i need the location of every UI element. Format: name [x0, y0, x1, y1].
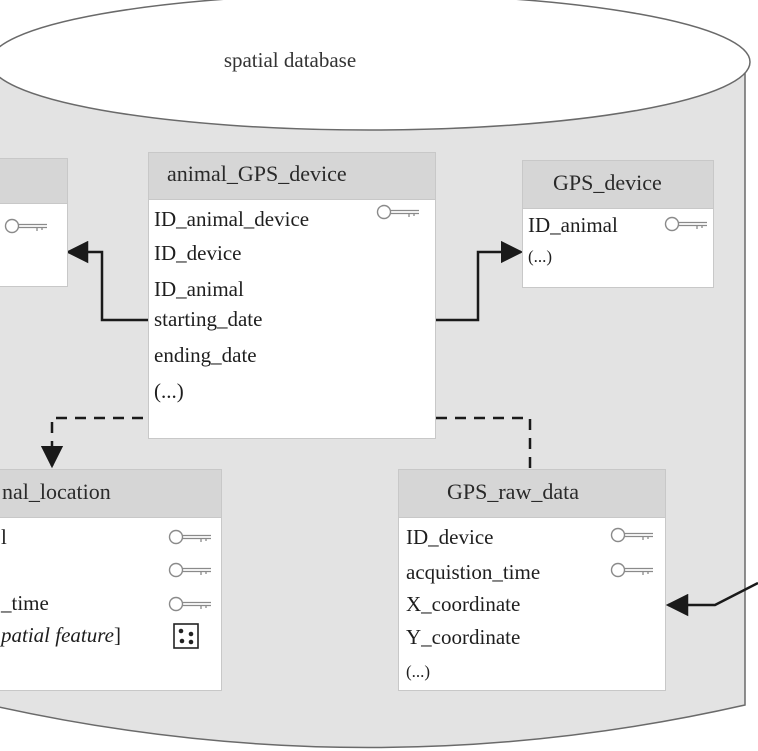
gps-raw-data-title: GPS_raw_data — [447, 479, 579, 504]
connector-to-animal — [65, 240, 150, 322]
field-more: (...) — [528, 247, 553, 266]
gps-raw-data-header: GPS_raw_data — [399, 470, 665, 518]
animal-table-header — [0, 159, 67, 204]
database-cylinder-top — [0, 0, 751, 131]
gps-device-title: GPS_device — [553, 170, 662, 195]
field-spatial-feature: patial feature] — [1, 623, 121, 648]
field-y-coordinate: Y_coordinate — [406, 625, 521, 649]
field-time: _time — [1, 591, 49, 615]
gps-raw-data-table: GPS_raw_data ID_device acquistion_time X… — [398, 469, 666, 691]
animal-location-table: nal_location l _time patial feature] — [0, 469, 222, 691]
connector-to-gps-device — [436, 240, 524, 322]
field-starting-date: starting_date — [154, 307, 263, 331]
animal-gps-device-title: animal_GPS_device — [167, 161, 347, 186]
key-icon — [376, 204, 419, 220]
field-x-coordinate: X_coordinate — [406, 592, 521, 616]
key-icon — [4, 218, 47, 234]
field-id: l — [1, 525, 7, 549]
database-label: spatial database — [223, 48, 357, 72]
animal-gps-device-table: animal_GPS_device ID_animal_device ID_de… — [148, 152, 436, 439]
key-icon — [610, 562, 653, 578]
field-id-device: ID_device — [154, 241, 242, 265]
field-more: (...) — [154, 379, 184, 403]
field-id-animal: ID_animal — [154, 277, 244, 301]
field-id-animal: ID_animal — [528, 213, 618, 237]
key-icon — [610, 527, 653, 543]
bracket: ] — [113, 623, 121, 647]
key-icon — [168, 529, 211, 545]
key-icon — [168, 562, 211, 578]
spatial-feature-icon — [173, 623, 199, 649]
gps-device-header: GPS_device — [523, 161, 713, 209]
field-more: (...) — [406, 662, 431, 681]
spatial-feature-label: patial feature — [1, 623, 114, 647]
animal-table-partial — [0, 158, 68, 287]
field-acquisition-time: acquistion_time — [406, 560, 541, 584]
field-ending-date: ending_date — [154, 343, 257, 367]
key-icon — [664, 216, 707, 232]
connector-to-gps-raw-data — [665, 581, 758, 617]
field-id-animal-device: ID_animal_device — [154, 207, 310, 231]
key-icon — [168, 596, 211, 612]
field-id-device: ID_device — [406, 525, 494, 549]
animal-location-header: nal_location — [0, 470, 221, 518]
animal-gps-device-header: animal_GPS_device — [149, 153, 435, 200]
gps-device-table: GPS_device ID_animal (...) — [522, 160, 714, 288]
animal-location-title: nal_location — [2, 479, 111, 504]
